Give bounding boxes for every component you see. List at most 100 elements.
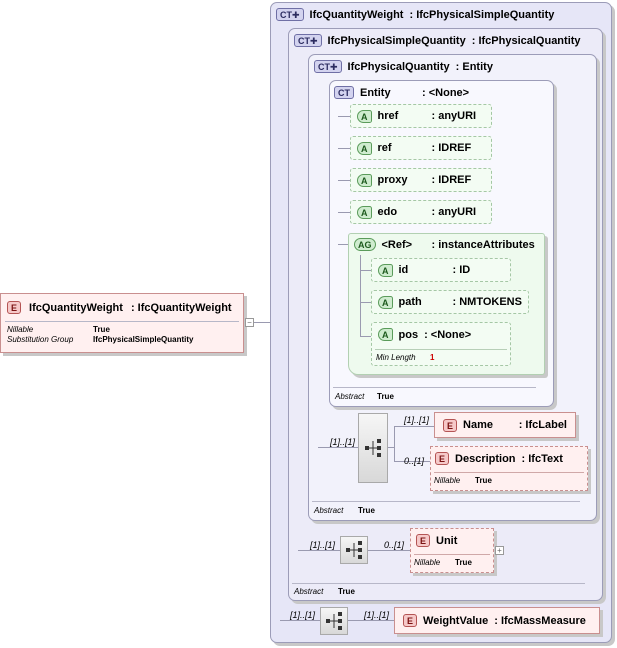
- ct1-header: CT✚ IfcQuantityWeight : IfcPhysicalSimpl…: [276, 8, 554, 21]
- ct2-type-text: IfcPhysicalQuantity: [478, 34, 581, 47]
- element-type: : IfcText: [521, 452, 563, 465]
- seq-simple-cardinality: [1]..[1]: [310, 540, 336, 550]
- pos-prop-value: 1: [430, 353, 435, 362]
- attribute-icon: A: [357, 173, 372, 187]
- ct4-separator: [333, 387, 536, 388]
- connector-path: [360, 302, 372, 303]
- element-icon: E: [7, 301, 22, 314]
- attribute-group-name: <Ref>: [381, 238, 413, 251]
- attribute-ref[interactable]: A ref : IDREF: [350, 136, 492, 160]
- connector-seq-weight: [280, 620, 320, 621]
- attribute-icon: A: [378, 328, 393, 341]
- description-cardinality: 0..[1]: [404, 456, 425, 466]
- root-prop-value-1: IfcPhysicalSimpleQuantity: [93, 335, 194, 344]
- root-element-box[interactable]: E IfcQuantityWeight : IfcQuantityWeight …: [0, 293, 244, 353]
- description-prop-value: True: [475, 476, 492, 485]
- root-type-text: IfcQuantityWeight: [137, 301, 232, 314]
- connector-ag: [360, 255, 361, 337]
- ct4-abstract-value: True: [377, 392, 394, 401]
- ct4-name: Entity: [360, 86, 391, 99]
- ct4-header: CT Entity : <None>: [334, 86, 469, 99]
- sequence-compositor[interactable]: [358, 413, 388, 483]
- connector-seq-physical: [318, 447, 358, 448]
- element-name[interactable]: E Name : IfcLabel: [434, 412, 576, 438]
- connector-ref: [338, 148, 350, 149]
- element-unit[interactable]: E Unit Nillable True: [410, 528, 494, 573]
- element-icon: E: [416, 534, 431, 547]
- element-weightvalue[interactable]: E WeightValue : IfcMassMeasure: [394, 607, 600, 634]
- sequence-icon: [326, 612, 342, 630]
- attribute-icon: A: [357, 205, 372, 219]
- ct3-type-text: Entity: [462, 60, 493, 73]
- ct2-abstract-label: Abstract: [294, 587, 324, 596]
- connector-seq-out: [388, 447, 394, 448]
- sequence-icon: [365, 439, 381, 457]
- complex-type-icon: CT✚: [294, 34, 322, 47]
- element-description[interactable]: E Description : IfcText Nillable True: [430, 446, 588, 491]
- attribute-href[interactable]: A href : anyURI: [350, 104, 492, 128]
- ct3-header: CT✚ IfcPhysicalQuantity : Entity: [314, 60, 493, 73]
- attribute-id[interactable]: A id : ID: [371, 258, 511, 282]
- expand-toggle[interactable]: +: [495, 546, 504, 555]
- complex-type-icon: CT: [334, 86, 354, 99]
- attribute-name: id: [398, 264, 409, 276]
- attribute-icon: A: [357, 109, 372, 123]
- ct2-type: : IfcPhysicalQuantity: [471, 34, 581, 47]
- element-name-label: Name: [463, 419, 493, 431]
- attribute-pos[interactable]: A pos : <None> Min Length 1: [371, 322, 511, 366]
- pos-prop-label: Min Length: [376, 353, 416, 362]
- connector-description: [394, 461, 430, 462]
- ct3-name: IfcPhysicalQuantity: [347, 60, 450, 73]
- ct3-abstract-value: True: [358, 506, 375, 515]
- ct4-type-text: <None>: [428, 86, 470, 99]
- attribute-type: : anyURI: [431, 110, 477, 122]
- seq-weight-cardinality: [1]..[1]: [290, 610, 316, 620]
- weightvalue-cardinality: [1]..[1]: [364, 610, 390, 620]
- attribute-edo[interactable]: A edo : anyURI: [350, 200, 492, 224]
- attribute-name: path: [398, 296, 422, 308]
- attribute-group-header: AG <Ref> : instanceAttributes: [354, 238, 535, 251]
- element-type: : IfcLabel: [518, 419, 567, 431]
- ct2-badge-text: CT: [298, 36, 310, 46]
- sequence-compositor[interactable]: [340, 536, 368, 564]
- attribute-icon: A: [357, 141, 372, 155]
- seq-physical-cardinality: [1]..[1]: [330, 437, 356, 447]
- root-element-type: : IfcQuantityWeight: [130, 301, 232, 314]
- ct1-type-text: IfcPhysicalSimpleQuantity: [416, 8, 555, 21]
- connector-href: [338, 116, 350, 117]
- connector-weightvalue: [348, 620, 394, 621]
- connector-seq-simple: [298, 550, 340, 551]
- attribute-type: : IDREF: [431, 142, 472, 154]
- ct3-type: : Entity: [455, 60, 493, 73]
- complex-type-icon: CT✚: [276, 8, 304, 21]
- root-prop-label-1: Substitution Group: [7, 335, 74, 344]
- ct1-badge-text: CT: [280, 10, 292, 20]
- ct2-separator: [292, 583, 585, 584]
- element-icon: E: [435, 452, 450, 465]
- root-element-name: IfcQuantityWeight: [29, 301, 123, 314]
- ct3-abstract-label: Abstract: [314, 506, 344, 515]
- connector-proxy: [338, 180, 350, 181]
- attribute-name: pos: [398, 328, 419, 341]
- sequence-compositor[interactable]: [320, 607, 348, 635]
- ct2-name: IfcPhysicalSimpleQuantity: [327, 34, 466, 47]
- attribute-type: : NMTOKENS: [452, 296, 522, 308]
- connector-attrgroup: [338, 244, 350, 245]
- attribute-proxy[interactable]: A proxy : IDREF: [350, 168, 492, 192]
- ct1-type: : IfcPhysicalSimpleQuantity: [409, 8, 555, 21]
- connector-edo: [338, 212, 350, 213]
- sequence-icon: [346, 541, 362, 559]
- attribute-icon: A: [378, 263, 393, 277]
- collapse-toggle[interactable]: −: [245, 318, 254, 327]
- element-name-label: Description: [455, 452, 516, 465]
- attribute-name: proxy: [377, 174, 408, 186]
- connector-seq-children: [394, 426, 395, 461]
- name-cardinality: [1]..[1]: [404, 415, 430, 425]
- attribute-path[interactable]: A path : NMTOKENS: [371, 290, 529, 314]
- ct2-header: CT✚ IfcPhysicalSimpleQuantity : IfcPhysi…: [294, 34, 581, 47]
- attribute-type: : ID: [452, 264, 471, 276]
- connector-root: [245, 322, 280, 323]
- root-prop-label-0: Nillable: [7, 325, 34, 334]
- connector-unit: [368, 550, 410, 551]
- element-icon: E: [403, 614, 418, 627]
